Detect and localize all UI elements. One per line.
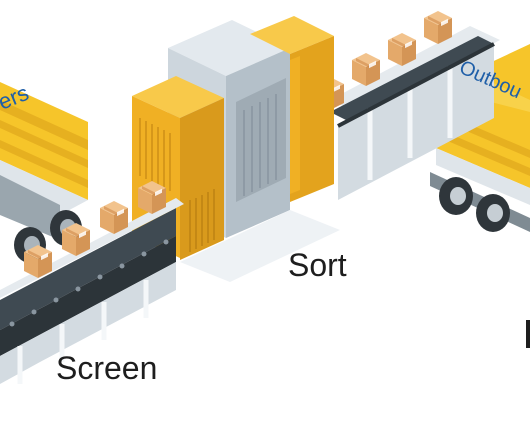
right-truck-wheel [439,177,473,215]
package-icon [388,33,416,66]
cropped-label-fragment [526,320,530,348]
screen-conveyor [0,181,184,384]
package-icon [24,245,52,278]
sort-machine [132,16,334,260]
package-icon [100,201,128,234]
package-icon [138,181,166,214]
sort-label: Sort [288,247,347,283]
screen-label: Screen [56,350,158,386]
outbound-conveyor [316,11,500,200]
machine-platform [180,210,340,282]
right-truck-wheel [476,194,510,232]
package-icon [424,11,452,44]
package-icon [62,223,90,256]
package-icon [352,53,380,86]
